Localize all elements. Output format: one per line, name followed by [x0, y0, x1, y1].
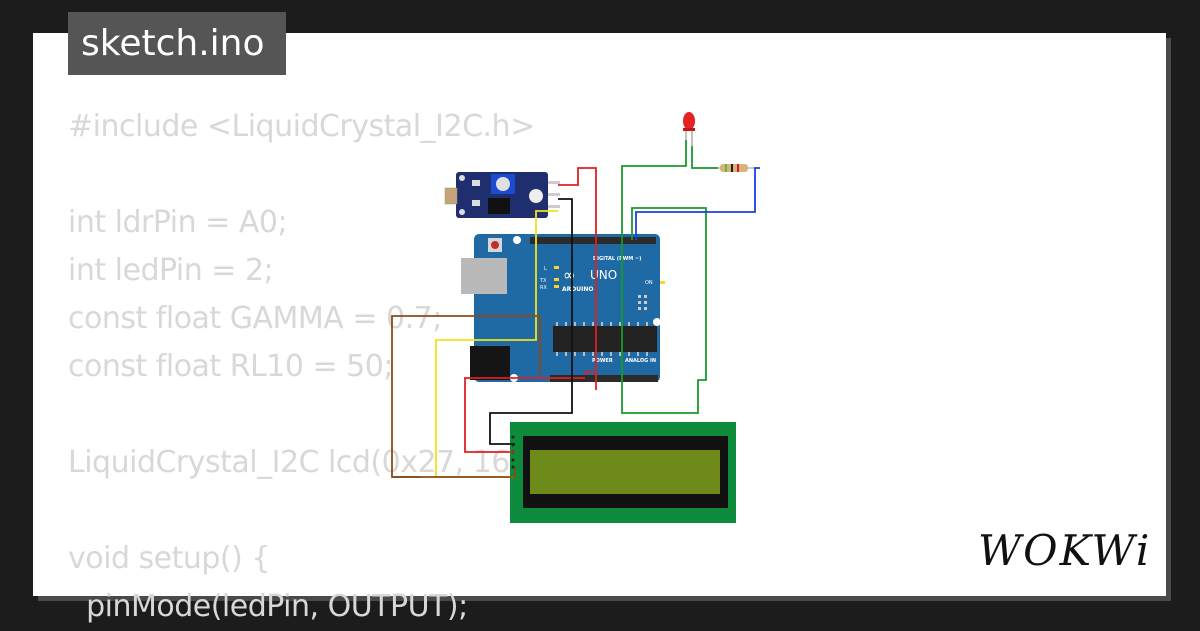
led — [683, 112, 695, 146]
board-led-label: RX — [540, 285, 547, 291]
code-line: #include <LiquidCrystal_I2C.h> — [68, 109, 535, 144]
code-line: int ledPin = 2; — [68, 253, 274, 288]
file-title: sketch.ino — [68, 12, 286, 75]
board-led-label: TX — [539, 278, 547, 284]
board-led-label: L — [544, 266, 547, 272]
code-line: const float RL10 = 50; — [68, 349, 393, 384]
code-line: void setup() { — [68, 541, 270, 576]
brand-logo: WOKWi — [978, 526, 1152, 575]
code-line: pinMode(ledPin, OUTPUT); — [68, 589, 468, 624]
board-brand-text: ARDUINO — [562, 286, 593, 293]
lcd-display — [510, 422, 736, 523]
ldr-module — [444, 172, 560, 218]
code-line: int ldrPin = A0; — [68, 205, 288, 240]
board-power-label: POWER — [592, 358, 613, 364]
board-infinity-icon: ∞ — [563, 266, 576, 284]
wires — [391, 140, 760, 478]
arduino-uno-board: ∞ UNO ARDUINO DIGITAL (PWM ~) POWER ANAL… — [461, 234, 665, 382]
resistor — [710, 164, 760, 172]
board-on-label: ON — [645, 280, 653, 286]
board-logo-text: UNO — [590, 268, 617, 282]
board-analog-label: ANALOG IN — [625, 358, 656, 364]
board-digital-label: DIGITAL (PWM ~) — [593, 256, 641, 262]
code-line: const float GAMMA = 0.7; — [68, 301, 442, 336]
